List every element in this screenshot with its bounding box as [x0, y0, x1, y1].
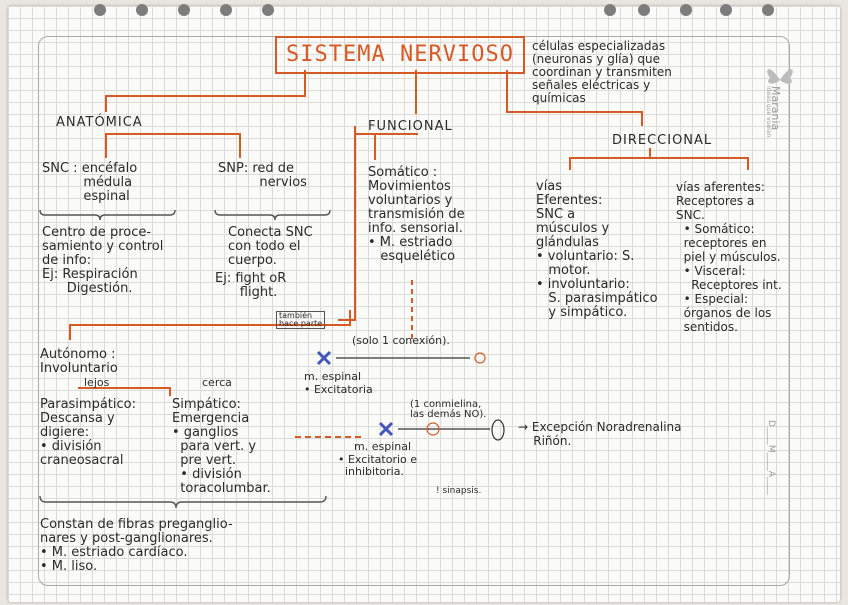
heading-anatomica: ANATÓMICA [56, 116, 143, 130]
heading-direccional: DIRECCIONAL [612, 134, 712, 148]
snp-text: SNP: red de nervios [218, 162, 307, 190]
parasimpatico-text: Parasimpático: Descansa y digiere: • div… [40, 398, 136, 468]
excepcion-text: → Excepción Noradrenalina Riñón. [518, 420, 682, 448]
heading-funcional: FUNCIONAL [368, 120, 453, 134]
simpatico-text: Simpático: Emergencia • ganglios para ve… [172, 398, 271, 496]
brand-tagline: ideas que vuelan [765, 86, 772, 137]
butterfly-icon [760, 58, 800, 88]
arrow-to-anatomica [106, 70, 305, 112]
brace [40, 496, 326, 508]
arrow-funcional-left [338, 126, 355, 320]
centro-text: Centro de proce- samiento y control de i… [42, 226, 163, 268]
brand-logo: Marania ideas que vuelan [760, 58, 800, 138]
label-cerca: cerca [202, 376, 232, 390]
brace [40, 210, 175, 220]
arrow-direccional-split [570, 148, 748, 170]
eferentes-text: vías Eferentes: SNC a músculos y glándul… [536, 180, 658, 320]
brace [215, 210, 330, 220]
label-lejos: lejos [84, 376, 109, 390]
note-sinapsis: ! sinapsis. [436, 484, 481, 498]
example-snc: Ej: Respiración Digestión. [42, 268, 138, 296]
neuron-body-icon [380, 423, 392, 435]
aferentes-text: vías aferentes: Receptores a SNC. • Somá… [676, 180, 782, 334]
eye-icon [492, 420, 504, 440]
constan-text: Constan de fibras preganglio- nares y po… [40, 518, 233, 574]
page-title: SISTEMA NERVIOSO [275, 36, 525, 74]
neuron-body-icon [318, 352, 330, 364]
label-excinhib: • Excitatorio e inhibitoria. [338, 454, 417, 478]
label-mespinal: m. espinal [354, 440, 411, 454]
note-tambien: también hace parte [276, 311, 325, 329]
note-uno: (1 conmielina, las demás NO). [410, 400, 486, 420]
example-snp: Ej: fight oR flight. [215, 272, 286, 300]
label-excitatoria: • Excitatoria [304, 383, 373, 397]
label-mespinal: m. espinal [304, 370, 361, 384]
effector-icon [475, 353, 485, 363]
definition-text: células especializadas (neuronas y glía)… [532, 40, 672, 105]
date-field: D____M____A____ [766, 420, 776, 495]
snc-text: SNC : encéfalo médula espinal [42, 162, 137, 204]
arrow-anatomica-split [106, 134, 240, 158]
autonomo-text: Autónomo : Involuntario [40, 348, 118, 376]
conecta-text: Conecta SNC con todo el cuerpo. [228, 226, 313, 268]
note-solo: (solo 1 conexión). [352, 334, 450, 348]
somatico-text: Somático : Movimientos voluntarios y tra… [368, 166, 465, 264]
